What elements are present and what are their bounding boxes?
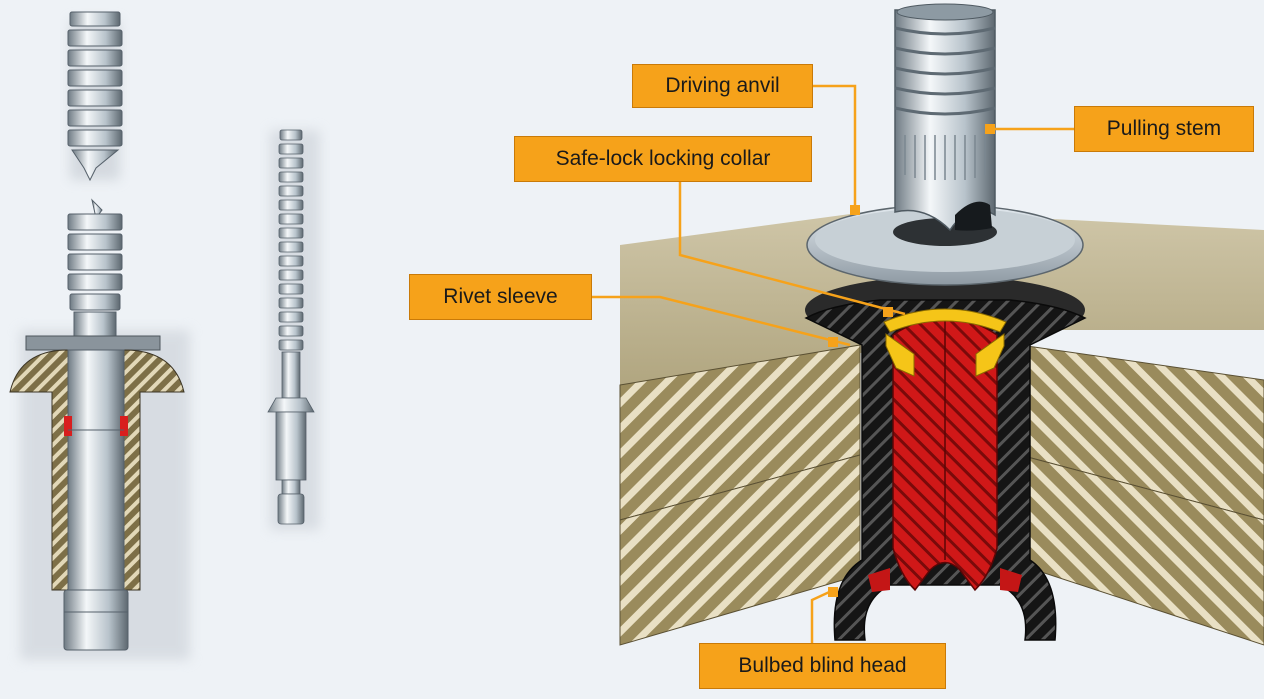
leader-lines <box>592 84 1074 648</box>
installed-rivet-icon <box>9 198 190 660</box>
label-rivet-sleeve: Rivet sleeve <box>409 274 592 320</box>
label-driving-anvil: Driving anvil <box>632 64 813 108</box>
rivet-stem-icon <box>67 11 123 182</box>
label-safe-lock-locking-collar: Safe-lock locking collar <box>514 136 812 182</box>
loose-stem-icon <box>267 129 320 530</box>
rivet-cutaway-icon <box>619 3 1264 646</box>
label-pulling-stem: Pulling stem <box>1074 106 1254 152</box>
label-bulbed-blind-head: Bulbed blind head <box>699 643 946 689</box>
